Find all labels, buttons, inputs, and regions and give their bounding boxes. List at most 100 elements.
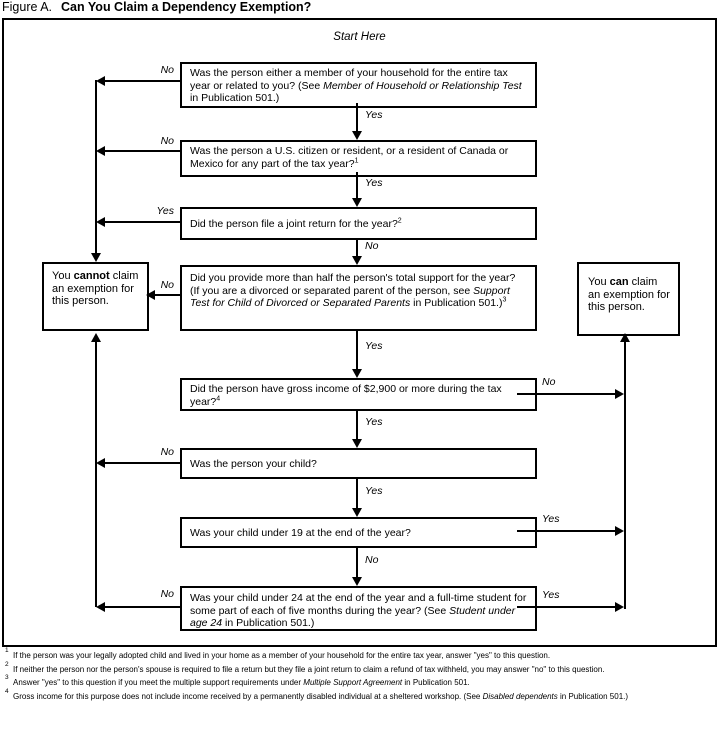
- connector-q5-q6-label: Yes: [365, 416, 383, 428]
- footnote-text-cont: in Publication 501.): [557, 691, 629, 701]
- connector-q1-q2-line: [356, 103, 358, 131]
- branch-q4-no-arrowhead-icon: [146, 290, 155, 300]
- footnote-text: Answer "yes" to this question if you mee…: [13, 678, 304, 687]
- branch-q7-yes-arrowhead-icon: [615, 526, 624, 536]
- footnote-ref-3: 3: [502, 296, 507, 304]
- footnote-ref-4: 4: [216, 395, 221, 402]
- question-box-under-24-student: Was your child under 24 at the end of th…: [180, 586, 537, 631]
- branch-q6-no-arrowhead-icon: [96, 458, 105, 468]
- question-text-cont: in Publication 501.): [222, 617, 315, 629]
- branch-q5-no-arrowhead-icon: [615, 389, 624, 399]
- result-text-emphasis: cannot: [73, 270, 110, 282]
- branch-q8-no-line: [104, 606, 180, 608]
- branch-q8-no-arrowhead-icon: [96, 602, 105, 612]
- result-text-emphasis: can: [609, 276, 629, 288]
- question-box-gross-income: Did the person have gross income of $2,9…: [180, 378, 537, 411]
- arrowhead-into-cannot-top-icon: [91, 253, 101, 262]
- branch-q8-yes-line: [517, 606, 616, 608]
- connector-q6-q7-label: Yes: [365, 485, 383, 497]
- connector-q7-q8-arrowhead-icon: [352, 577, 362, 586]
- question-text: Was the person either a member of your h…: [190, 67, 508, 92]
- question-text-reference: Student under age 24: [190, 604, 516, 630]
- connector-q1-q2-label: Yes: [365, 109, 383, 121]
- question-box-support: Did you provide more than half the perso…: [180, 265, 537, 331]
- left-rail-bottom: [95, 341, 97, 607]
- connector-q4-q5-arrowhead-icon: [352, 369, 362, 378]
- question-text-reference: Member of Household or Relationship Test: [323, 79, 522, 92]
- branch-q6-no-label: No: [160, 446, 174, 458]
- question-text: Did the person file a joint return for t…: [190, 218, 398, 230]
- question-box-household: Was the person either a member of your h…: [180, 62, 537, 108]
- footnote-ref-2: 2: [397, 217, 402, 225]
- footnote-text: If neither the person nor the person's s…: [13, 664, 605, 674]
- result-text-cont: claim an exemption for this person.: [588, 276, 670, 313]
- result-box-cannot-claim: You cannot claim an exemption for this p…: [42, 262, 149, 331]
- branch-q3-yes-line: [104, 221, 180, 223]
- footnote-text: Gross income for this purpose does not i…: [13, 691, 483, 701]
- figure-title: Figure A.Can You Claim a Dependency Exem…: [2, 0, 311, 14]
- connector-q2-q3-arrowhead-icon: [352, 198, 362, 207]
- branch-q8-yes-label: Yes: [542, 589, 560, 601]
- connector-q3-q4-label: No: [365, 240, 379, 252]
- result-text: You: [52, 270, 74, 282]
- connector-q3-q4-arrowhead-icon: [352, 256, 362, 265]
- result-text-cont: claim an exemption for this person.: [52, 270, 139, 307]
- question-text-reference: Support Test for Child of Divorced or Se…: [190, 284, 510, 310]
- question-box-joint-return: Did the person file a joint return for t…: [180, 207, 537, 240]
- arrowhead-into-can-bottom-icon: [620, 333, 630, 342]
- branch-q6-no-line: [104, 462, 180, 464]
- question-text: Was the person your child?: [190, 458, 317, 470]
- result-box-can-claim: You can claim an exemption for this pers…: [577, 262, 680, 336]
- branch-q7-yes-label: Yes: [542, 513, 560, 525]
- result-text: You: [588, 276, 610, 288]
- connector-q6-q7-arrowhead-icon: [352, 508, 362, 517]
- footnote-text-reference: Disabled dependents: [482, 691, 558, 701]
- branch-q5-no-label: No: [542, 376, 556, 388]
- branch-q7-yes-line: [517, 530, 616, 532]
- question-text: Did you provide more than half the perso…: [190, 272, 516, 297]
- connector-q3-q4-line: [356, 238, 358, 256]
- branch-q8-yes-arrowhead-icon: [615, 602, 624, 612]
- branch-q8-no-label: No: [160, 588, 174, 600]
- footnote-ref-1: 1: [354, 157, 359, 164]
- question-box-your-child: Was the person your child?: [180, 448, 537, 479]
- connector-q4-q5-line: [356, 331, 358, 369]
- branch-q1-no-label: No: [160, 64, 174, 76]
- question-text: Was the person a U.S. citizen or residen…: [190, 145, 509, 170]
- branch-q3-yes-arrowhead-icon: [96, 217, 105, 227]
- arrowhead-into-cannot-bottom-icon: [91, 333, 101, 342]
- figure-heading: Can You Claim a Dependency Exemption?: [61, 0, 312, 14]
- question-text: Did the person have gross income of $2,9…: [190, 383, 502, 408]
- question-text-cont: in Publication 501.): [410, 297, 503, 309]
- question-box-under-19: Was your child under 19 at the end of th…: [180, 517, 537, 548]
- branch-q4-no-label: No: [160, 279, 174, 291]
- connector-q7-q8-line: [356, 548, 358, 577]
- connector-q2-q3-label: Yes: [365, 177, 383, 189]
- question-text: Was your child under 19 at the end of th…: [190, 527, 411, 539]
- start-here-label: Start Here: [333, 31, 386, 43]
- branch-q2-no-label: No: [160, 135, 174, 147]
- connector-q4-q5-label: Yes: [365, 340, 383, 352]
- question-box-citizen: Was the person a U.S. citizen or residen…: [180, 140, 537, 177]
- footnote-text-cont: in Publication 501.: [402, 678, 470, 687]
- connector-q5-q6-line: [356, 410, 358, 439]
- left-rail-top: [95, 80, 97, 253]
- branch-q3-yes-label: Yes: [156, 205, 174, 217]
- branch-q2-no-line: [104, 150, 180, 152]
- branch-q5-no-line: [517, 393, 616, 395]
- right-rail: [624, 341, 626, 609]
- branch-q2-no-arrowhead-icon: [96, 146, 105, 156]
- footnote-text: If the person was your legally adopted c…: [13, 651, 551, 660]
- connector-q6-q7-line: [356, 479, 358, 508]
- branch-q4-no-line: [152, 294, 180, 296]
- footnote-text-reference: Multiple Support Agreement: [303, 678, 403, 687]
- branch-q1-no-line: [104, 80, 180, 82]
- question-text: Was your child under 24 at the end of th…: [190, 592, 527, 617]
- branch-q1-no-arrowhead-icon: [96, 76, 105, 86]
- connector-q1-q2-arrowhead-icon: [352, 131, 362, 140]
